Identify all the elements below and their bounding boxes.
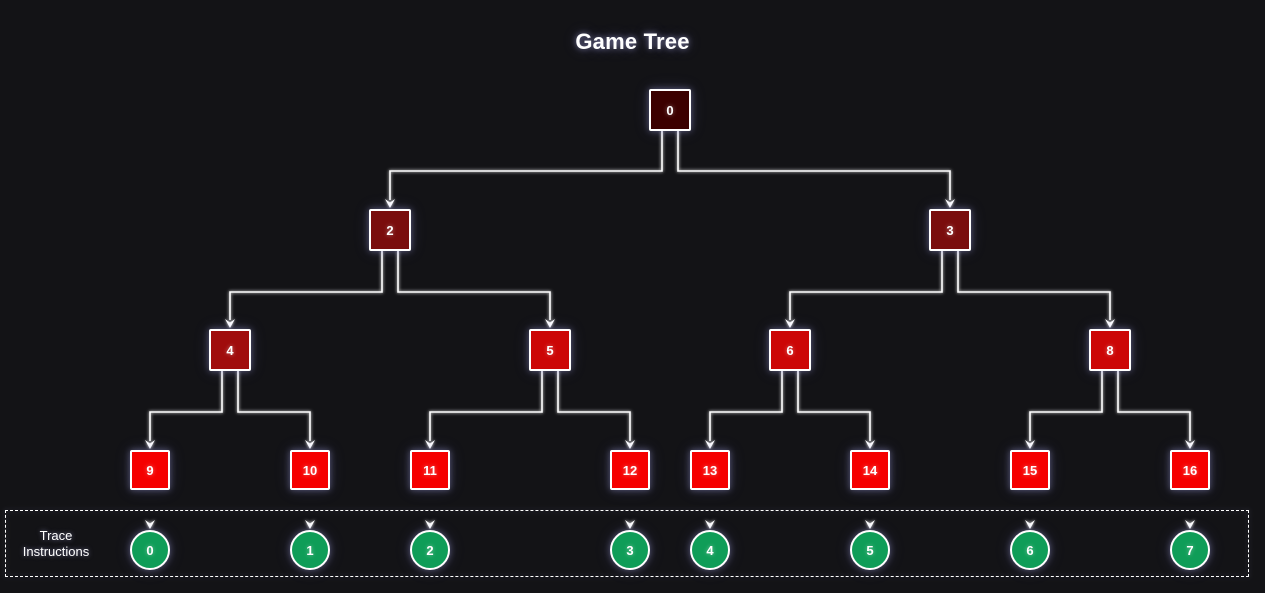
edge-8-to-16 [1117,371,1195,449]
node-label: 16 [1182,462,1198,478]
tree-node-14-n14[interactable]: 14 [850,450,890,490]
edge-8-to-15 [1025,371,1103,449]
tree-node-5-n5[interactable]: 5 [529,329,571,371]
node-label: 1 [306,542,314,558]
tree-node-10-n10[interactable]: 10 [290,450,330,490]
page-title: Game Tree [575,29,690,54]
instruction-node-6-i6[interactable]: 6 [1010,530,1050,570]
instruction-node-5-i5[interactable]: 5 [850,530,890,570]
trace-instructions-label: Trace Instructions [10,528,102,560]
instruction-node-3-i3[interactable]: 3 [610,530,650,570]
tree-node-11-n11[interactable]: 11 [410,450,450,490]
trace-label-line-2: Instructions [22,544,90,559]
tree-node-0-n0[interactable]: 0 [649,89,691,131]
node-label: 9 [146,462,154,478]
tree-node-8-n8[interactable]: 8 [1089,329,1131,371]
node-label: 14 [862,462,878,478]
edge-6-to-14 [797,371,875,449]
node-label: 4 [706,542,714,558]
trace-label-line-1: Trace [39,528,73,543]
node-label: 15 [1022,462,1038,478]
tree-node-2-n2[interactable]: 2 [369,209,411,251]
node-label: 6 [786,342,794,358]
instruction-node-0-i0[interactable]: 0 [130,530,170,570]
node-label: 2 [386,222,394,238]
edge-2-to-4 [225,251,383,328]
node-label: 11 [423,462,437,478]
tree-node-9-n9[interactable]: 9 [130,450,170,490]
tree-node-6-n6[interactable]: 6 [769,329,811,371]
edge-3-to-6 [785,251,943,328]
node-label: 12 [622,462,638,478]
instruction-node-1-i1[interactable]: 1 [290,530,330,570]
node-label: 0 [146,542,154,558]
node-label: 7 [1186,542,1194,558]
edge-4-to-9 [145,371,223,449]
trace-instructions-region [5,510,1249,577]
node-label: 2 [426,542,434,558]
node-label: 4 [226,342,234,358]
tree-node-12-n12[interactable]: 12 [610,450,650,490]
tree-node-3-n3[interactable]: 3 [929,209,971,251]
edge-3-to-8 [957,251,1115,328]
edge-2-to-5 [397,251,555,328]
node-label: 3 [626,542,634,558]
tree-node-13-n13[interactable]: 13 [690,450,730,490]
tree-node-4-n4[interactable]: 4 [209,329,251,371]
edge-4-to-10 [237,371,315,449]
node-label: 8 [1106,342,1114,358]
node-label: 10 [302,462,318,478]
node-label: 6 [1026,542,1034,558]
edge-0-to-3 [677,131,955,208]
instruction-node-7-i7[interactable]: 7 [1170,530,1210,570]
node-label: 5 [546,342,554,358]
edge-0-to-2 [385,131,663,208]
instruction-node-2-i2[interactable]: 2 [410,530,450,570]
node-label: 0 [666,102,674,118]
instruction-node-4-i4[interactable]: 4 [690,530,730,570]
node-label: 5 [866,542,874,558]
node-label: 13 [702,462,718,478]
tree-node-15-n15[interactable]: 15 [1010,450,1050,490]
node-label: 3 [946,222,954,238]
edge-5-to-11 [425,371,543,449]
tree-node-16-n16[interactable]: 16 [1170,450,1210,490]
edge-5-to-12 [557,371,635,449]
edge-6-to-13 [705,371,783,449]
